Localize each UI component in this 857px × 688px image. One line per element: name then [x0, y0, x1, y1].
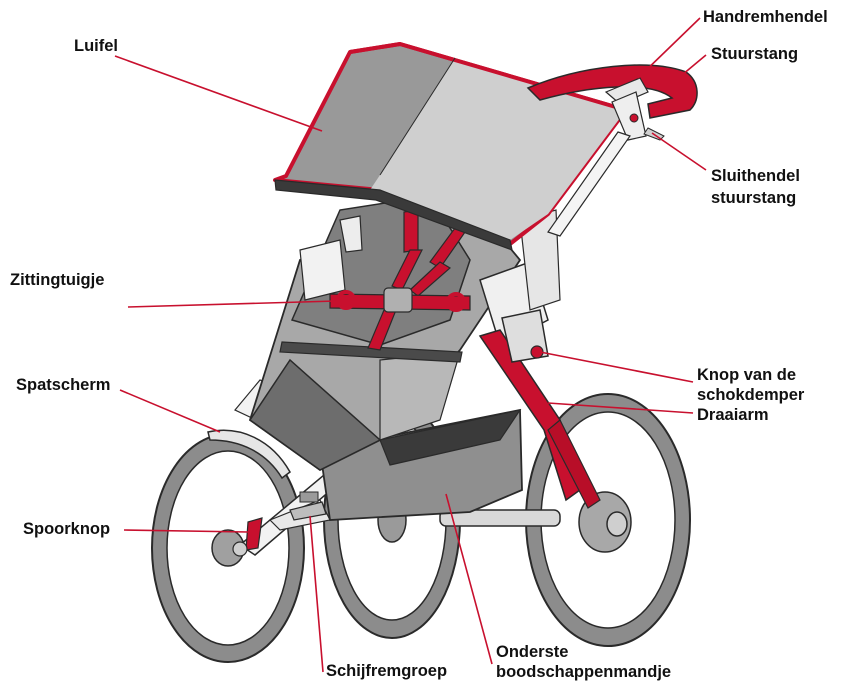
label-stuurstang: Stuurstang	[711, 45, 798, 64]
label-spoorknop: Spoorknop	[23, 520, 110, 539]
leader-schokdemper	[540, 352, 693, 382]
label-schijfremgroep: Schijfremgroep	[326, 662, 447, 681]
label-sluithendel-line1: Sluithendel	[711, 167, 800, 186]
label-mandje-line1: Onderste	[496, 643, 568, 662]
leader-schijfremgroep	[310, 516, 323, 672]
label-handremhendel: Handremhendel	[703, 8, 828, 27]
leader-sluithendel	[652, 133, 706, 170]
label-schokdemper-line1: Knop van de	[697, 366, 796, 385]
leader-luifel	[115, 56, 322, 131]
label-mandje-line2: boodschappenmandje	[496, 663, 671, 682]
label-spatscherm: Spatscherm	[16, 376, 110, 395]
leader-spatscherm	[120, 390, 220, 432]
label-draaiarm: Draaiarm	[697, 406, 769, 425]
label-luifel: Luifel	[74, 37, 118, 56]
label-sluithendel-line2: stuurstang	[711, 189, 796, 208]
label-zittingtuigje: Zittingtuigje	[10, 271, 104, 290]
label-schokdemper-line2: schokdemper	[697, 386, 804, 405]
